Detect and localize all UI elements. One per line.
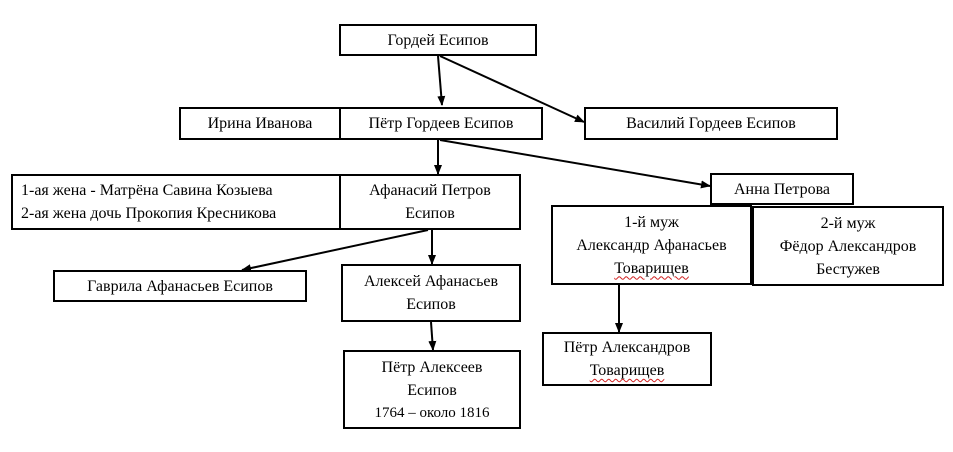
person-name: Василий Гордеев Есипов xyxy=(626,115,796,132)
wife-1-text: 1-ая жена - Матрёна Савина Козыева xyxy=(21,182,273,199)
wife-2-text: 2-ая жена дочь Прокопия Кресникова xyxy=(21,205,277,222)
person-name: Гордей Есипов xyxy=(387,31,489,49)
person-irina-ivanova: Ирина Иванова xyxy=(179,107,341,140)
person-name-line1: Пётр Алексеев xyxy=(381,358,483,376)
person-name-line1: Пётр Александров xyxy=(563,339,691,356)
person-name-line1: Алексей Афанасьев xyxy=(363,273,499,290)
person-alexey-afanasyev-esipov: Алексей Афанасьев Есипов xyxy=(341,264,521,322)
person-petr-alexeev-esipov: Пётр Алексеев Есипов 1764 – около 1816 xyxy=(343,350,521,429)
person-name: Пётр Гордеев Есипов xyxy=(368,115,514,132)
husband-label: 2-й муж xyxy=(820,214,876,232)
person-name-line1: Афанасий Петров xyxy=(369,182,491,199)
person-name-line1: Фёдор Александров xyxy=(779,237,917,255)
person-name-line1: Александр Афанасьев xyxy=(576,236,727,254)
person-name: Гаврила Афанасьев Есипов xyxy=(87,277,273,295)
person-name: Ирина Иванова xyxy=(207,115,313,132)
person-name-line2: Бестужев xyxy=(816,260,880,278)
person-name-line2: Товарищев xyxy=(614,259,689,277)
person-name: Анна Петрова xyxy=(733,180,831,198)
husband-label: 1-й муж xyxy=(624,213,679,231)
person-vasily-gordeev-esipov: Василий Гордеев Есипов xyxy=(584,107,838,140)
person-petr-gordeev-esipov: Пётр Гордеев Есипов xyxy=(339,107,543,140)
person-name-line2: Товарищев xyxy=(589,362,665,379)
wives-of-afanasy: 1-ая жена - Матрёна Савина Козыева 2-ая … xyxy=(11,174,341,230)
life-dates: 1764 – около 1816 xyxy=(374,404,490,421)
person-husband-1: 1-й муж Александр Афанасьев Товарищев xyxy=(551,205,752,285)
person-name-line2: Есипов xyxy=(407,381,457,399)
person-husband-2: 2-й муж Фёдор Александров Бестужев xyxy=(752,206,944,286)
arrow-alexey-to-petr-alexeev xyxy=(428,321,437,351)
person-name-line2: Есипов xyxy=(405,205,455,222)
arrow-gordey-to-petr xyxy=(437,55,446,106)
person-afanasy-petrov-esipov: Афанасий Петров Есипов xyxy=(339,174,521,230)
person-gavrila-afanasyev-esipov: Гаврила Афанасьев Есипов xyxy=(53,270,307,302)
person-name-line2: Есипов xyxy=(406,296,456,313)
person-anna-petrova: Анна Петрова xyxy=(710,173,854,205)
person-petr-alexandrov-tovarishchev: Пётр Александров Товарищев xyxy=(542,332,712,386)
person-gordey-esipov: Гордей Есипов xyxy=(339,24,537,56)
